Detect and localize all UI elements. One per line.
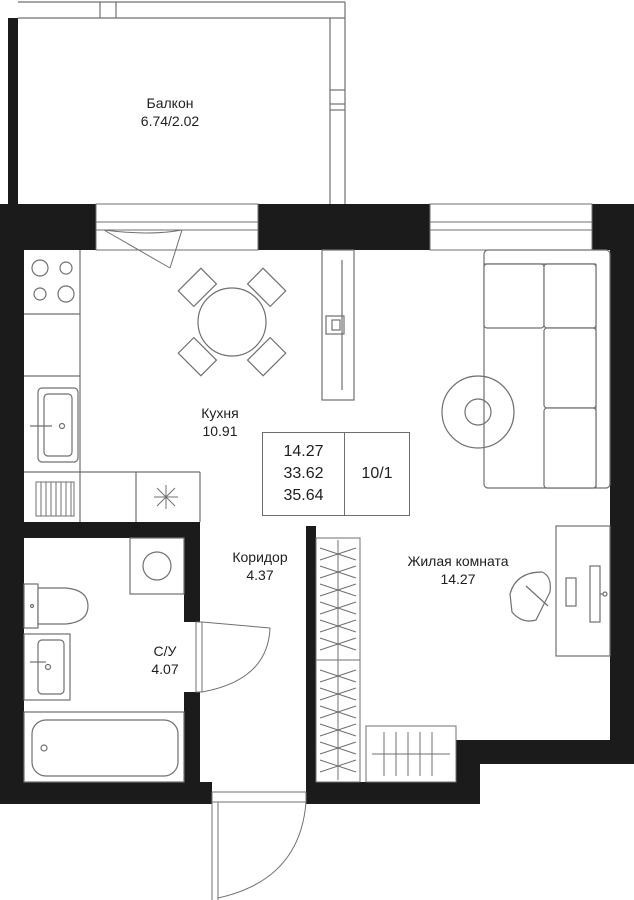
- kitchen-label: Кухня 10.91: [170, 404, 270, 440]
- desk-icon: [509, 525, 611, 657]
- wardrobe-icon: [315, 537, 361, 783]
- ventilation-icon: [154, 485, 178, 509]
- floor-value: 10/1: [361, 465, 393, 482]
- total-area-value: 33.62: [283, 465, 324, 482]
- corridor-name: Коридор: [232, 549, 288, 565]
- entrance-door: [211, 791, 307, 900]
- tv-stand-icon: [321, 249, 355, 401]
- bathroom-label: С/У 4.07: [120, 642, 210, 678]
- sofa-icon: [483, 249, 611, 489]
- bathroom-area: 4.07: [151, 661, 179, 677]
- living-room-label: Жилая комната 14.27: [386, 552, 530, 588]
- dishwasher-icon: [35, 481, 75, 517]
- stove-icon: [31, 259, 75, 303]
- balcony-label: Балкон 6.74/2.02: [110, 94, 230, 130]
- bathroom-fixtures: [23, 537, 185, 783]
- coffee-table-icon: [441, 375, 515, 449]
- windows: [95, 203, 593, 251]
- living-area-value: 14.27: [283, 443, 324, 460]
- area-summary-box: 14.27 33.62 35.64 10/1: [262, 432, 410, 516]
- small-wardrobe-icon: [365, 725, 457, 783]
- walls: [0, 18, 634, 804]
- dining-table-icon: [177, 267, 287, 377]
- balcony-door: [103, 229, 183, 269]
- balcony-area: 6.74/2.02: [140, 113, 200, 129]
- total-with-balcony-value: 35.64: [283, 487, 324, 504]
- corridor-area: 4.37: [246, 567, 274, 583]
- living-room-area: 14.27: [440, 571, 476, 587]
- balcony-outline: [18, 1, 346, 204]
- bathroom-name: С/У: [153, 643, 177, 659]
- kitchen-area: 10.91: [202, 423, 238, 439]
- area-summary-values: 14.27 33.62 35.64: [263, 433, 345, 515]
- corridor-label: Коридор 4.37: [210, 548, 310, 584]
- kitchen-sink-icon: [30, 387, 79, 463]
- bathroom-door: [195, 621, 271, 693]
- living-room-name: Жилая комната: [407, 553, 509, 569]
- kitchen-counter: [24, 250, 201, 522]
- kitchen-name: Кухня: [201, 405, 239, 421]
- balcony-name: Балкон: [146, 95, 194, 111]
